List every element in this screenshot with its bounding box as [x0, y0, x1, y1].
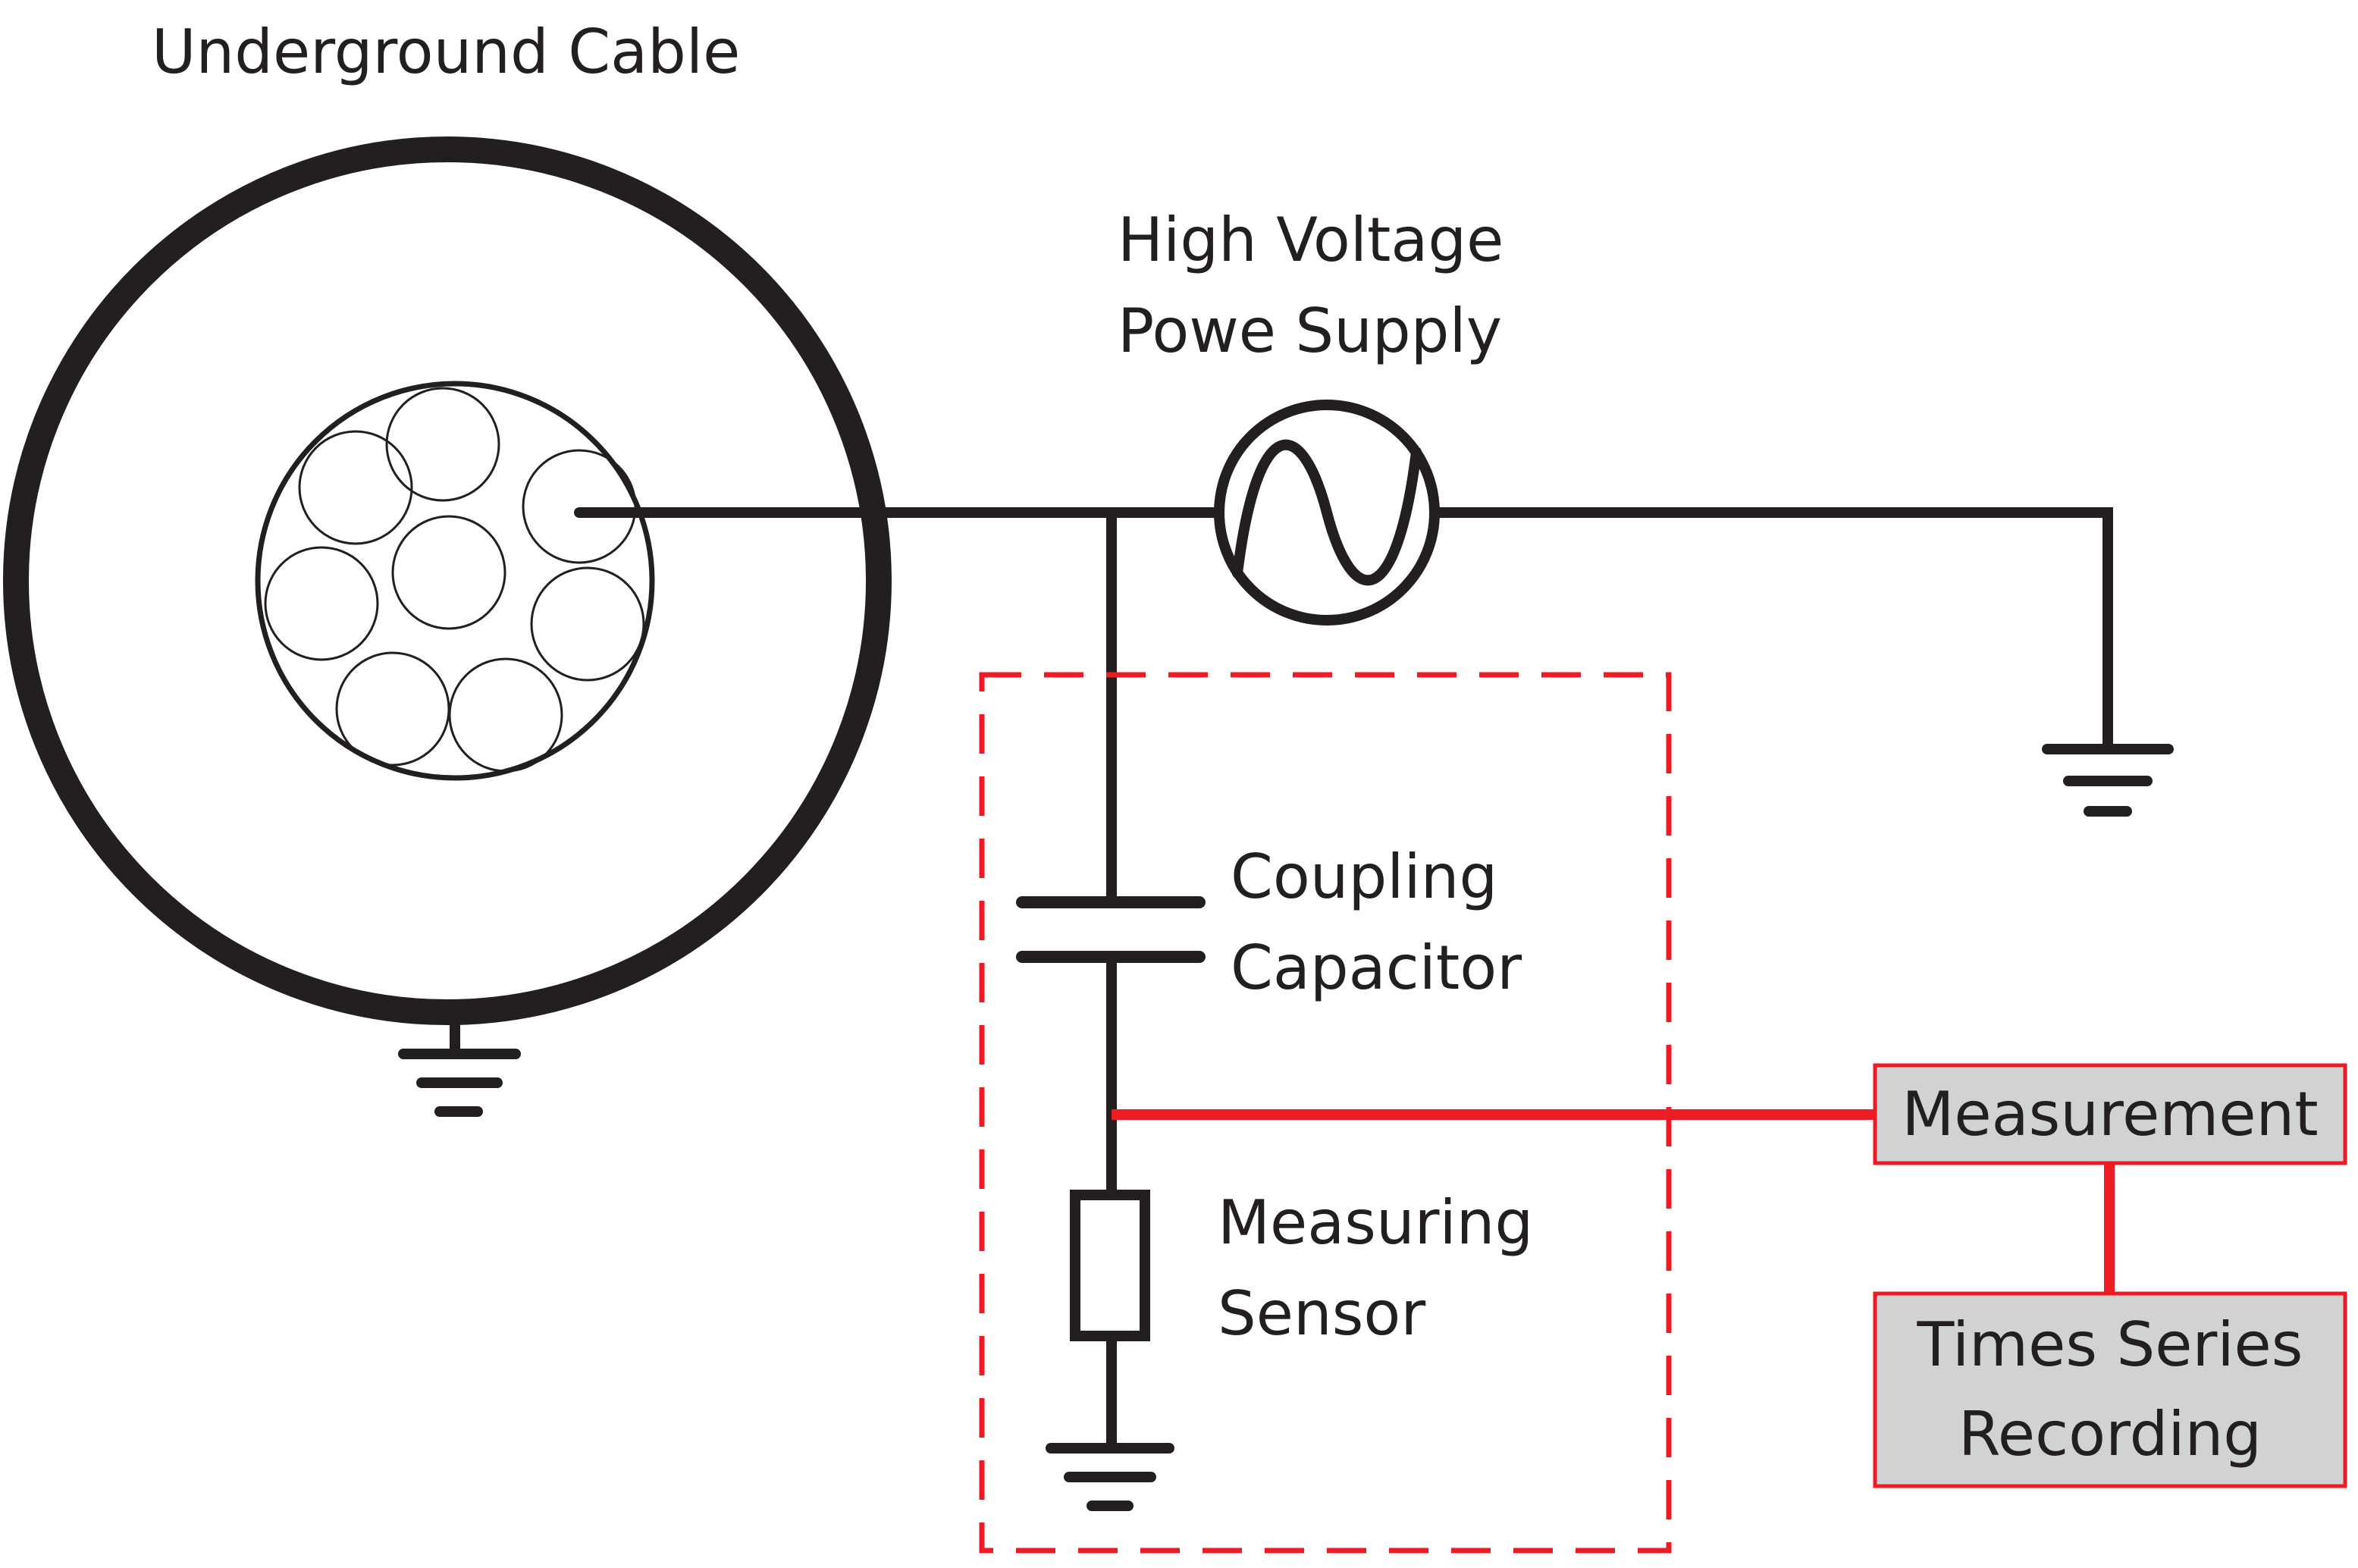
ac-source-symbol: [1214, 400, 1440, 626]
sine-wave-icon: [1232, 439, 1422, 586]
recording-box-text: Times Series Recording: [1875, 1294, 2345, 1486]
sensor-ground-symbol: [1046, 1443, 1174, 1511]
cable-ground-symbol: [398, 1007, 521, 1117]
conductor-strand: [530, 566, 645, 682]
conductor-strand: [335, 651, 450, 767]
conductor-strand: [264, 546, 379, 661]
supply-ground-symbol: [2042, 744, 2174, 817]
capacitor-label-line1: Coupling: [1231, 842, 1498, 912]
conductor-strand: [298, 430, 413, 545]
conductor-strand: [391, 515, 506, 630]
recording-label-line1: Times Series: [1917, 1309, 2303, 1380]
cable-title: Underground Cable: [152, 17, 741, 87]
measurement-box-text: Measurement: [1875, 1065, 2345, 1163]
power-supply-label-line2: Powe Supply: [1118, 296, 1503, 366]
cable-outer-sheath: [3, 136, 892, 1025]
recording-label-line2: Recording: [1958, 1399, 2262, 1469]
measurement-label: Measurement: [1902, 1078, 2319, 1149]
cable-conductor-bundle: [255, 381, 655, 781]
capacitor-symbol: [1016, 896, 1206, 963]
capacitor-label-line2: Capacitor: [1231, 933, 1522, 1003]
sensor-label-line1: Measuring: [1218, 1187, 1534, 1258]
signal-wires: [1112, 1109, 2115, 1294]
conductor-strand: [448, 657, 563, 773]
conductor-strand: [522, 449, 637, 564]
recording-box: [1873, 1291, 2347, 1488]
sensor-label-line2: Sensor: [1218, 1278, 1426, 1349]
conductor-strands: [264, 387, 645, 773]
conductor-strand: [385, 387, 500, 502]
measurement-box: [1873, 1063, 2347, 1165]
sensor-resistor-symbol: [1070, 1190, 1150, 1341]
underground-cable: [3, 136, 892, 1025]
power-supply-label-line1: High Voltage: [1118, 205, 1504, 275]
